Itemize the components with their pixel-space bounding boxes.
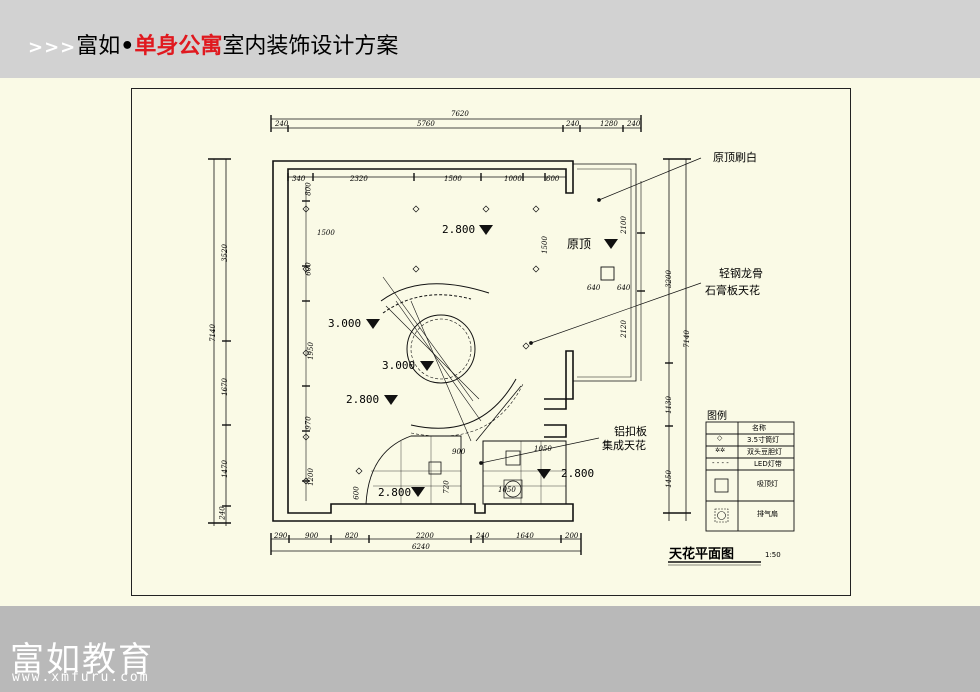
- dim-left-4: 240: [218, 506, 227, 520]
- dim-top-row2-2: 5760: [417, 120, 435, 128]
- title-rest: 室内装饰设计方案: [222, 34, 399, 59]
- dim-right-2: 1130: [664, 396, 673, 414]
- elevation-5: 2.800: [378, 486, 412, 499]
- legend-symbol-1: ◇: [717, 434, 723, 442]
- footer-url: www.xmfuru.com: [12, 670, 150, 685]
- dim-top-row2-4: 1280: [600, 120, 618, 128]
- dim-top-row2-1: 240: [275, 120, 289, 128]
- dim-inner-5: 720: [442, 480, 451, 494]
- dim-left-inner-1: 800: [304, 182, 313, 196]
- elevation-1: 2.800: [442, 223, 476, 236]
- title-dot: •: [120, 34, 135, 59]
- dim-right-overall: 7140: [682, 330, 691, 348]
- legend-label-3: LED灯带: [754, 460, 782, 468]
- dim-inner-4: 1050: [534, 445, 552, 453]
- dim-left-inner-5: 970: [304, 416, 313, 430]
- footer-brand: 富如教育: [10, 640, 154, 680]
- elevation-2: 3.000: [328, 317, 362, 330]
- dim-left-inner-7: 600: [352, 486, 361, 500]
- dim-inner-6: 1050: [498, 486, 516, 494]
- elevation-3: 3.000: [382, 359, 416, 372]
- dim-top-row2-3: 240: [566, 120, 580, 128]
- dim-top-row3-2: 2320: [350, 175, 368, 183]
- drawing-frame: 7620 240 5760 240 1280 240 340 2320 1500…: [131, 88, 851, 596]
- dim-bottom-5: 240: [476, 532, 490, 540]
- legend-label-1: 3.5寸筒灯: [747, 436, 780, 444]
- dim-left-overall: 7140: [208, 324, 217, 342]
- dim-top-row3-4: 1000: [504, 175, 522, 183]
- dim-bottom-2: 900: [305, 532, 319, 540]
- legend-label-5: 排气扇: [757, 510, 778, 518]
- callout-original-ceiling: 原顶: [567, 237, 592, 251]
- dim-bottom-6: 1640: [516, 532, 534, 540]
- ceiling-plan-drawing: [208, 115, 795, 566]
- dim-bottom-3: 820: [345, 532, 359, 540]
- header-bar: [0, 0, 980, 78]
- dim-left-inner-3: 600: [304, 262, 313, 276]
- callout-alu-2: 集成天花: [602, 439, 646, 452]
- dim-left-2: 1670: [220, 378, 229, 396]
- callout-alu-1: 铝扣板: [614, 425, 647, 438]
- legend-symbol-3: - - - -: [712, 459, 729, 467]
- plan-scale: 1:50: [765, 551, 781, 559]
- footer-bar: [0, 606, 980, 692]
- dim-top-row2-5: 240: [627, 120, 641, 128]
- title-brand: 富如: [76, 34, 121, 59]
- dim-inner-1: 640: [587, 284, 601, 292]
- legend-label-4: 吸顶灯: [757, 480, 778, 488]
- dim-bottom-7: 200: [565, 532, 579, 540]
- dim-inner-2: 640: [617, 284, 631, 292]
- dim-left-1: 3520: [220, 244, 229, 262]
- dim-top-row3-1: 340: [292, 175, 306, 183]
- legend-title: 图例: [707, 411, 727, 422]
- legend-header: 名称: [752, 424, 766, 432]
- callout-gypsum-2: 石膏板天花: [705, 284, 760, 297]
- dim-left-3: 1470: [220, 460, 229, 478]
- dim-left-inner-2: 1500: [317, 229, 335, 237]
- page-title: >>>富如•单身公寓室内装饰设计方案: [28, 28, 398, 60]
- dim-inner-3: 900: [452, 448, 466, 456]
- dim-top-overall: 7620: [451, 110, 469, 118]
- title-arrows: >>>: [28, 37, 77, 58]
- dim-right-inner-3: 2120: [619, 320, 628, 338]
- callout-original-ceiling-paint: 原顶刷白: [713, 151, 757, 164]
- dim-left-inner-4: 1950: [306, 342, 315, 360]
- dim-bottom-4: 2200: [416, 532, 434, 540]
- title-highlight: 单身公寓: [134, 34, 223, 59]
- dim-right-inner-1: 2100: [619, 216, 628, 234]
- plan-title: 天花平面图: [669, 547, 735, 562]
- elevation-6: 2.800: [561, 467, 595, 480]
- dim-top-row3-5: 600: [546, 175, 560, 183]
- callout-gypsum-1: 轻钢龙骨: [719, 267, 763, 280]
- dim-bottom-overall: 6240: [412, 543, 430, 551]
- dim-bottom-1: 290: [274, 532, 288, 540]
- legend-symbol-2: ✲✲: [715, 447, 726, 454]
- dim-left-inner-6: 1200: [306, 468, 315, 486]
- dim-top-row3-3: 1500: [444, 175, 462, 183]
- dim-right-1: 3200: [664, 270, 673, 288]
- legend-label-2: 双头豆胆灯: [747, 448, 782, 456]
- dim-right-3: 1450: [664, 470, 673, 488]
- elevation-4: 2.800: [346, 393, 380, 406]
- dim-right-inner-2: 1500: [540, 236, 549, 254]
